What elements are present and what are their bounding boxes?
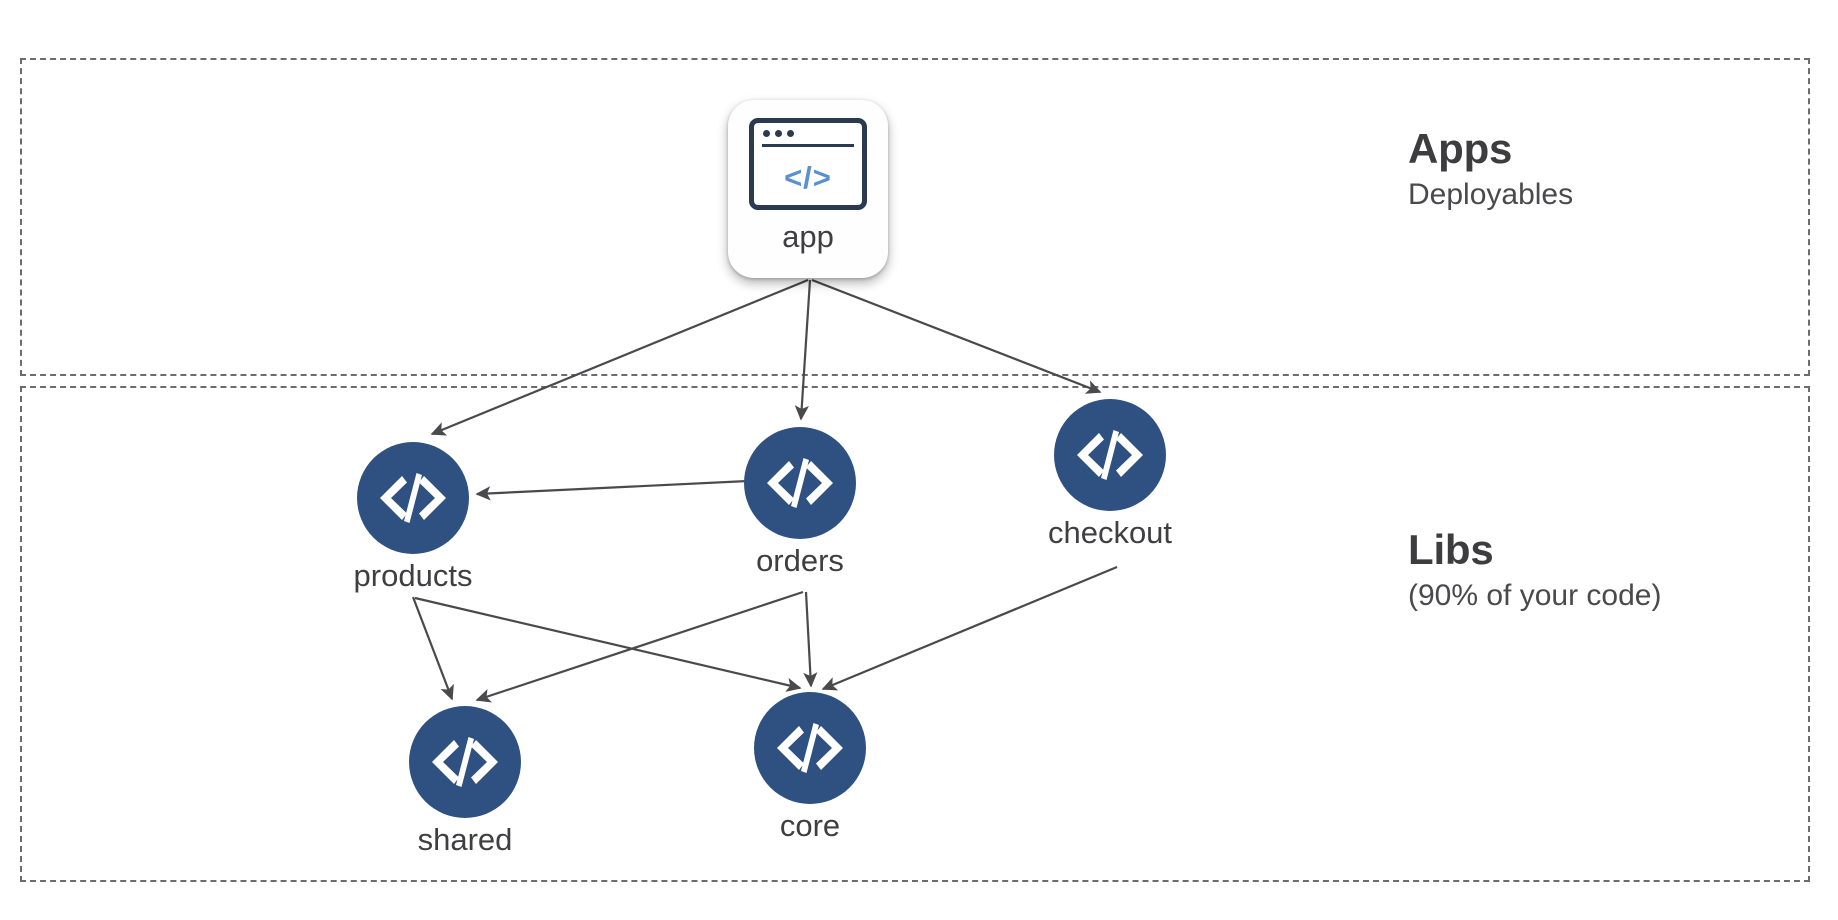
node-checkout-label: checkout (1047, 515, 1173, 550)
zone-apps (20, 58, 1810, 376)
node-products[interactable]: products (354, 442, 472, 591)
zone-libs-caption: Libs (90% of your code) (1408, 526, 1662, 614)
code-icon (1054, 399, 1166, 511)
zone-apps-subtitle: Deployables (1408, 178, 1574, 212)
zone-libs (20, 386, 1810, 882)
node-orders[interactable]: orders (744, 427, 856, 576)
node-app[interactable]: </> app (728, 100, 888, 278)
node-checkout[interactable]: checkout (1048, 399, 1172, 548)
code-glyph: </> (784, 160, 832, 195)
code-icon (754, 692, 866, 804)
zone-libs-subtitle: (90% of your code) (1408, 579, 1662, 613)
browser-dots-icon (763, 130, 794, 137)
node-shared-label: shared (417, 822, 513, 857)
code-icon (744, 427, 856, 539)
code-icon (409, 706, 521, 818)
node-orders-label: orders (756, 543, 844, 578)
browser-code-icon: </> (749, 118, 867, 210)
node-core[interactable]: core (754, 692, 866, 841)
zone-apps-title: Apps (1408, 125, 1513, 172)
node-core-label: core (779, 808, 841, 843)
code-icon (357, 442, 469, 554)
node-app-label: app (782, 219, 834, 254)
node-shared[interactable]: shared (409, 706, 521, 855)
zone-apps-caption: Apps Deployables (1408, 125, 1574, 213)
zone-libs-title: Libs (1408, 526, 1494, 573)
browser-divider (762, 144, 854, 147)
node-products-label: products (353, 558, 473, 593)
